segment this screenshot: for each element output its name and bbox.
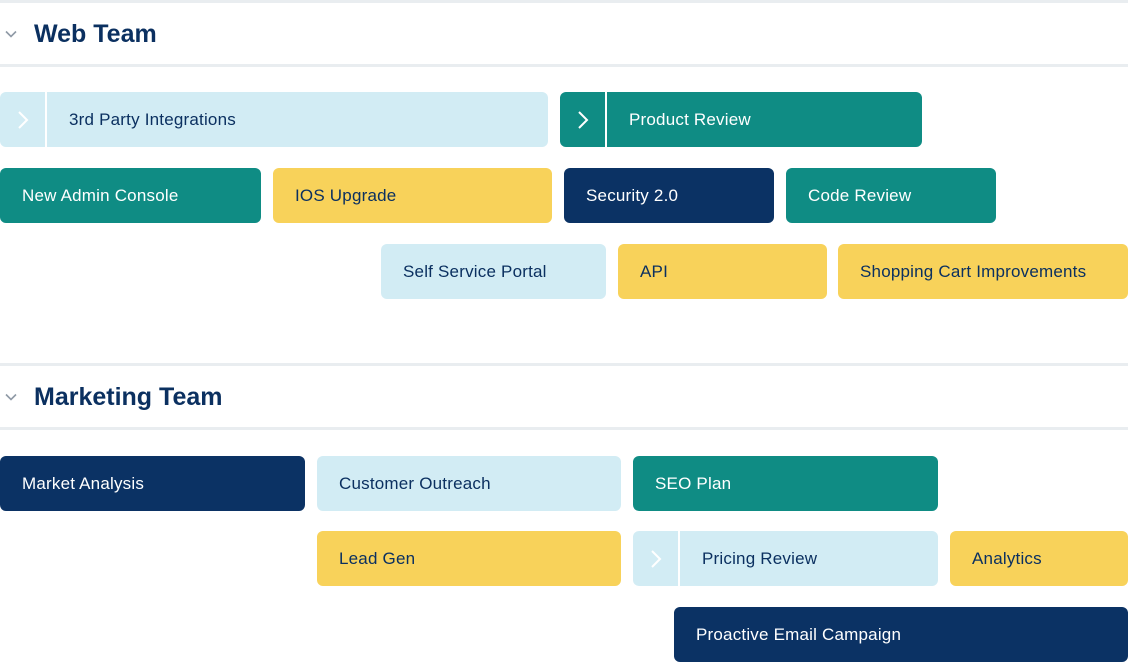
task-bar-api[interactable]: API bbox=[618, 244, 827, 299]
task-bar-security-2-0[interactable]: Security 2.0 bbox=[564, 168, 774, 223]
task-bar-ios-upgrade[interactable]: IOS Upgrade bbox=[273, 168, 552, 223]
group-divider bbox=[0, 427, 1128, 430]
task-label: Market Analysis bbox=[22, 473, 145, 493]
group-divider bbox=[0, 0, 1128, 3]
task-bar-code-review[interactable]: Code Review bbox=[786, 168, 996, 223]
group-title: Marketing Team bbox=[34, 382, 223, 411]
task-bar-lead-gen[interactable]: Lead Gen bbox=[317, 531, 621, 586]
task-label: Self Service Portal bbox=[403, 261, 547, 281]
task-bar-seo-plan[interactable]: SEO Plan bbox=[633, 456, 938, 511]
task-bar-customer-outreach[interactable]: Customer Outreach bbox=[317, 456, 621, 511]
chevron-down-icon[interactable] bbox=[4, 27, 18, 41]
task-label: API bbox=[640, 261, 669, 281]
task-label: SEO Plan bbox=[655, 473, 732, 493]
task-label: Product Review bbox=[629, 109, 751, 129]
group-header-marketing-team[interactable]: Marketing Team bbox=[0, 367, 1128, 427]
task-label: Lead Gen bbox=[339, 548, 416, 568]
task-bar-new-admin-console[interactable]: New Admin Console bbox=[0, 168, 261, 223]
task-bar-proactive-email-campaign[interactable]: Proactive Email Campaign bbox=[674, 607, 1128, 662]
task-label: Proactive Email Campaign bbox=[696, 624, 902, 644]
task-bar-3rd-party-integrations[interactable]: 3rd Party Integrations bbox=[0, 92, 548, 147]
task-label: Analytics bbox=[972, 548, 1042, 568]
chevron-down-icon[interactable] bbox=[4, 390, 18, 404]
chevron-right-icon[interactable] bbox=[633, 531, 680, 586]
task-bar-shopping-cart-improvements[interactable]: Shopping Cart Improvements bbox=[838, 244, 1128, 299]
task-bar-pricing-review[interactable]: Pricing Review bbox=[633, 531, 938, 586]
chevron-right-icon[interactable] bbox=[560, 92, 607, 147]
task-label: 3rd Party Integrations bbox=[69, 109, 236, 129]
task-label: Shopping Cart Improvements bbox=[860, 261, 1087, 281]
task-label: IOS Upgrade bbox=[295, 185, 397, 205]
task-label: Code Review bbox=[808, 185, 912, 205]
group-divider bbox=[0, 363, 1128, 366]
task-label: Security 2.0 bbox=[586, 185, 679, 205]
task-label: New Admin Console bbox=[22, 185, 179, 205]
task-bar-analytics[interactable]: Analytics bbox=[950, 531, 1128, 586]
task-label: Customer Outreach bbox=[339, 473, 491, 493]
chevron-right-icon[interactable] bbox=[0, 92, 47, 147]
group-header-web-team[interactable]: Web Team bbox=[0, 4, 1128, 64]
task-bar-market-analysis[interactable]: Market Analysis bbox=[0, 456, 305, 511]
task-bar-self-service-portal[interactable]: Self Service Portal bbox=[381, 244, 606, 299]
group-divider bbox=[0, 64, 1128, 67]
task-bar-product-review[interactable]: Product Review bbox=[560, 92, 922, 147]
task-label: Pricing Review bbox=[702, 548, 818, 568]
group-title: Web Team bbox=[34, 19, 157, 48]
